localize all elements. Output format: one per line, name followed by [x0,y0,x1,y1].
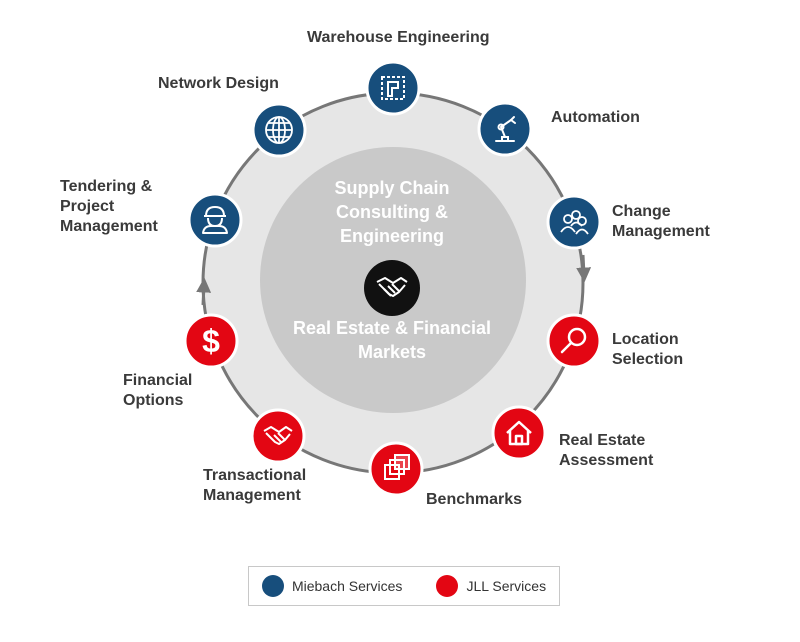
hub [364,260,420,316]
node-change[interactable] [546,194,602,250]
legend-item-jll: JLL Services [436,575,546,597]
node-tendering[interactable] [187,192,243,248]
label-location: Location Selection [612,331,684,368]
legend-item-miebach: Miebach Services [261,575,403,597]
stacked-squares-icon [384,454,410,480]
house-icon [506,420,532,446]
node-network[interactable] [251,102,307,158]
magnifier-icon [560,327,587,354]
globe-icon [265,116,293,144]
node-automation[interactable] [477,101,533,157]
legend-dot-jll [436,575,459,597]
legend-label-miebach: Miebach Services [291,578,403,594]
node-transactional[interactable] [250,408,306,464]
ring-arrow-left [196,277,212,306]
node-financial[interactable]: $ [183,313,239,369]
label-tendering: Tendering & Project Management [60,178,158,235]
ring-arrow-right [576,254,592,283]
robot-arm-icon [495,116,516,142]
people-group-icon [560,210,589,235]
node-location[interactable] [546,313,602,369]
hub-handshake-icon [376,277,408,297]
handshake-icon [263,426,293,445]
node-warehouse[interactable] [365,60,421,116]
worker-icon [202,206,228,234]
label-realestate: Real Estate Assessment [559,432,654,469]
label-change: Change Management [612,203,710,240]
node-benchmarks[interactable] [368,441,424,497]
label-automation: Automation [551,109,640,126]
label-warehouse: Warehouse Engineering [307,29,490,46]
label-transactional: Transactional Management [203,467,307,504]
label-financial: Financial Options [123,372,193,409]
label-network: Network Design [158,75,279,92]
legend-label-jll: JLL Services [466,578,547,594]
label-benchmarks: Benchmarks [426,491,523,508]
warehouse-layout-icon [381,76,405,100]
dollar-icon: $ [202,323,220,359]
legend-dot-miebach [261,575,284,597]
legend: Miebach Services JLL Services [248,566,560,606]
service-nodes: $ [183,60,602,497]
node-realestate[interactable] [491,405,547,461]
